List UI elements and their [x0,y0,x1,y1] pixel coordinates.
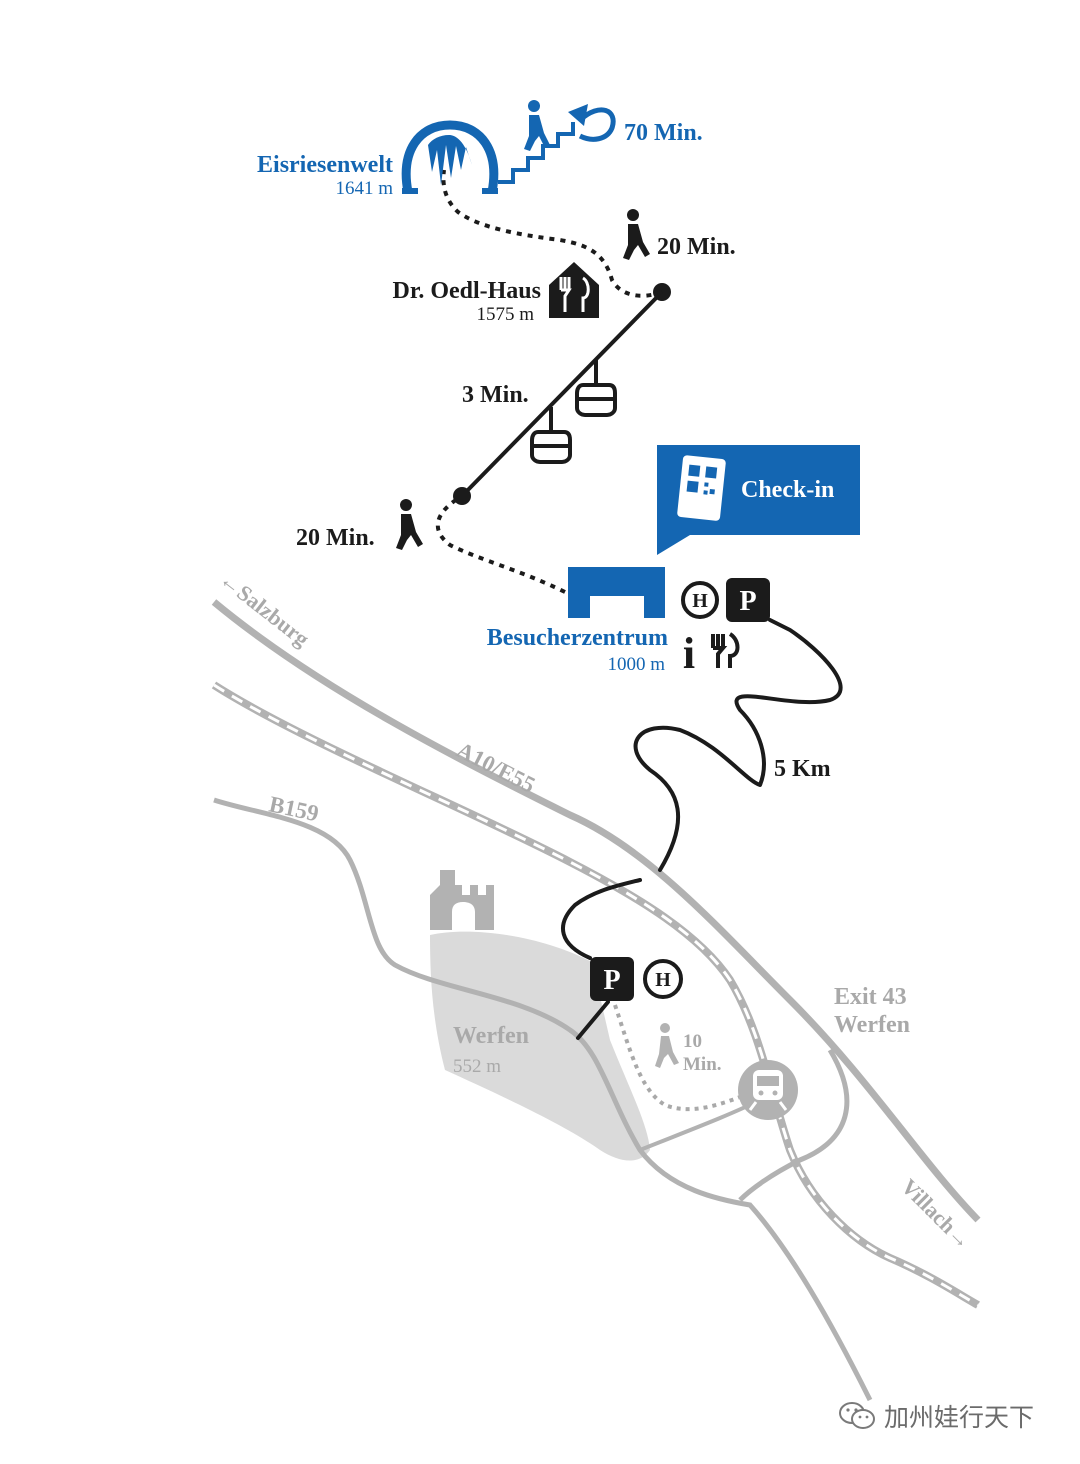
svg-text:P: P [739,586,756,617]
motorway-label: A10/E55 [453,737,540,798]
parking-icon: P [590,957,634,1001]
walk-to-cave-path [441,169,663,298]
walk-lower-duration: 20 Min. [296,525,375,551]
villach-direction: Villach→ [896,1174,976,1254]
castle-icon [430,870,494,930]
road-b159 [213,797,873,1402]
station-access-road [639,1098,761,1152]
werfen-label: Werfen [453,1023,529,1049]
train-station-icon [738,1060,798,1120]
oedl-haus-elevation: 1575 m [476,304,534,325]
oedl-haus-label: Dr. Oedl-Haus [393,278,541,304]
besucherzentrum-elevation: 1000 m [607,654,665,675]
cable-car-gondola-icon [530,407,572,464]
b159-label: B159 [267,791,321,826]
return-arrow-icon [568,104,616,142]
werfen-elevation: 552 m [453,1056,501,1077]
svg-text:P: P [603,965,620,996]
cable-car-line [460,290,664,498]
bus-stop-icon: H [643,959,683,999]
exit-label-line2: Werfen [834,1012,910,1038]
cave-entrance-icon [401,120,499,194]
station-walk-unit: Min. [683,1054,722,1075]
walk-to-station-path [613,1004,746,1112]
cave-tour-duration: 70 Min. [624,120,703,146]
svg-text:i: i [683,629,695,678]
bus-stop-icon: H [681,581,719,619]
walk-to-cable-car-path [435,494,566,594]
cable-car-duration: 3 Min. [462,382,529,408]
hiker-icon [623,209,650,260]
cable-car-gondola-icon [575,360,617,417]
hiker-icon [524,100,550,151]
hiker-icon [396,499,423,550]
info-icon: i [683,629,695,678]
railway-line [211,681,980,1309]
walk-upper-duration: 20 Min. [657,234,736,260]
svg-text:H: H [692,590,708,612]
parking-icon: P [726,578,770,622]
eisriesenwelt-elevation: 1641 m [335,178,393,199]
restaurant-icon [711,632,740,668]
besucherzentrum-label: Besucherzentrum [487,625,668,651]
svg-text:H: H [655,969,671,991]
visitor-center-icon [568,567,665,618]
access-road-serpentine [561,618,843,1040]
drive-distance: 5 Km [774,756,831,782]
watermark-text: 加州娃行天下 [884,1403,1035,1432]
cable-car-lower-station [453,487,471,505]
checkin-callout: Check-in [657,445,860,555]
motorway-a10 [211,599,981,1223]
stairs-icon [498,122,575,184]
hiker-icon [655,1023,679,1068]
eisriesenwelt-label: Eisriesenwelt [257,152,393,178]
exit-label-line1: Exit 43 [834,984,907,1010]
checkin-label: Check-in [741,477,834,503]
station-walk-number: 10 [683,1031,702,1052]
exit-43-ramp [738,1048,850,1202]
qr-ticket-icon [677,455,726,521]
restaurant-icon [549,262,599,318]
wechat-icon [839,1402,875,1429]
watermark: 加州娃行天下 [838,1396,1068,1436]
